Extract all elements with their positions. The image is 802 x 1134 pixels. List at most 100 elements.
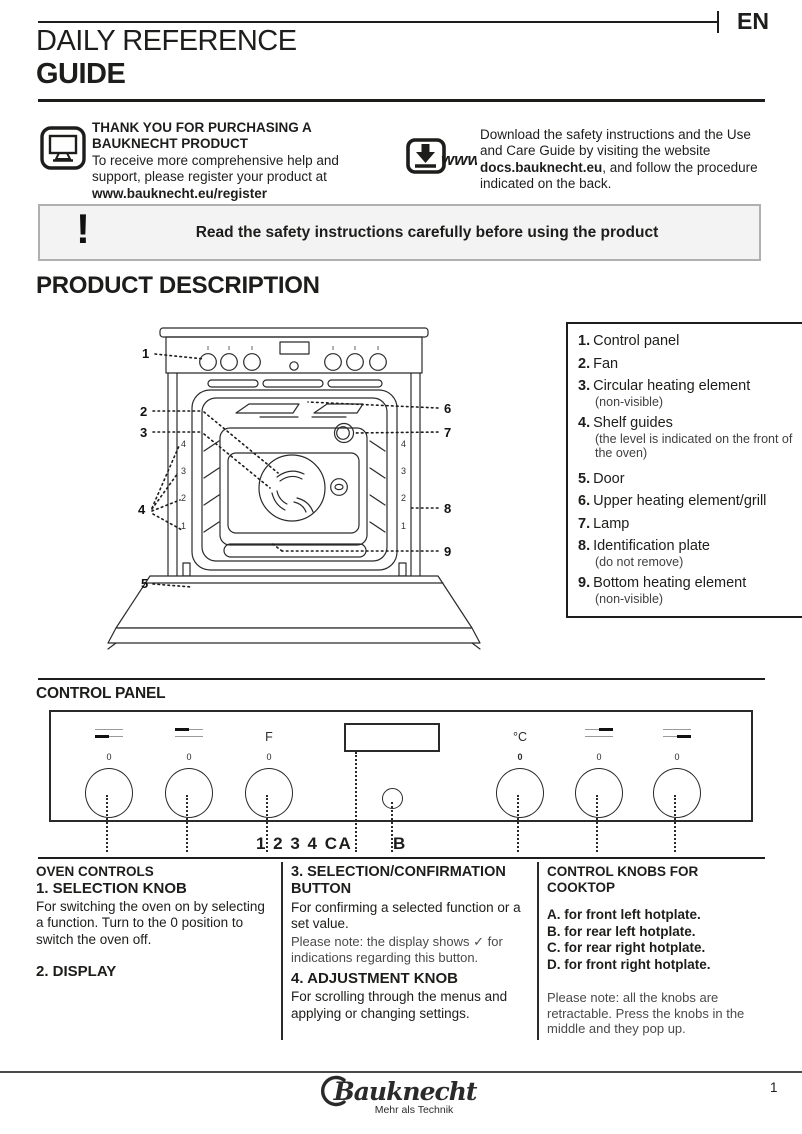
callout-numbers: 1 2 3 4 5 6 7 8 9 xyxy=(138,346,451,591)
svg-text:3: 3 xyxy=(140,425,147,440)
svg-text:4: 4 xyxy=(181,439,186,449)
register-heading-line2: BAUKNECHT PRODUCT xyxy=(92,136,248,152)
list-item: 5.Door xyxy=(578,470,625,487)
header-rule-tick xyxy=(717,11,719,33)
exclamation-icon: ! xyxy=(76,205,90,252)
hotplate-front-left-icon xyxy=(95,727,123,739)
download-www-icon: www xyxy=(405,137,477,179)
column-divider xyxy=(537,862,539,1040)
zero-marker: 0 xyxy=(186,752,192,762)
svg-text:5: 5 xyxy=(141,576,148,591)
footer-rule xyxy=(0,1071,802,1073)
leader-line xyxy=(596,795,598,852)
adjustment-knob-body: For scrolling through the menus and appl… xyxy=(291,989,508,1021)
cooktop-knobs-note: Please note: all the knobs are retractab… xyxy=(547,990,745,1037)
leader-line xyxy=(391,802,393,852)
confirmation-button-body: For confirming a selected function or a … xyxy=(291,900,521,932)
cooktop-knobs-column: CONTROL KNOBS FOR COOKTOP A. for front l… xyxy=(547,864,765,1037)
shelf-level-numbers: 4 3 2 1 4 3 2 1 xyxy=(181,439,406,531)
page-number: 1 xyxy=(770,1080,778,1095)
list-item: 2.Fan xyxy=(578,355,619,372)
selection-knob[interactable] xyxy=(245,768,293,818)
knob-b-desc: B. for rear left hotplate. xyxy=(547,923,696,939)
list-item: 3.Circular heating element(non-visible) xyxy=(578,378,751,409)
temperature-knob-label: °C xyxy=(512,730,528,744)
zero-marker: 0 xyxy=(674,752,680,762)
panel-callout-label-b: B xyxy=(393,834,407,853)
svg-text:1: 1 xyxy=(401,521,406,531)
knob-a-desc: A. for front left hotplate. xyxy=(547,907,701,923)
brand-name: Bauknecht xyxy=(333,1077,478,1106)
oven-display xyxy=(344,723,440,752)
cooktop-knob-a[interactable] xyxy=(85,768,133,818)
leader-line xyxy=(106,795,108,852)
callout-leaders xyxy=(151,353,439,588)
header-rule xyxy=(38,21,718,23)
section-title-product-description: PRODUCT DESCRIPTION xyxy=(36,272,320,299)
www-label: www xyxy=(441,150,477,169)
svg-text:7: 7 xyxy=(444,425,451,440)
svg-text:8: 8 xyxy=(444,501,451,516)
cooktop-knob-c[interactable] xyxy=(575,768,623,818)
knob-c-desc: C. for rear right hotplate. xyxy=(547,940,706,956)
function-knob-label: F xyxy=(265,730,273,744)
list-item: 6.Upper heating element/grill xyxy=(578,493,767,509)
cooktop-knob-b[interactable] xyxy=(165,768,213,818)
download-link: docs.bauknecht.eu xyxy=(480,159,603,175)
download-body-after: , and follow the procedure indicated on … xyxy=(480,159,758,192)
section-title-control-panel: CONTROL PANEL xyxy=(36,685,166,702)
title-underline xyxy=(38,99,765,102)
oven-controls-column: OVEN CONTROLS 1. SELECTION KNOB For swit… xyxy=(36,864,274,980)
leader-line xyxy=(186,795,188,852)
round-element xyxy=(330,478,348,496)
product-parts-list: 1.Control panel 2.Fan 3.Circular heating… xyxy=(566,322,802,618)
adjustment-knob-title: 4. ADJUSTMENT KNOB xyxy=(291,970,458,988)
svg-text:2: 2 xyxy=(140,404,147,419)
svg-text:2: 2 xyxy=(181,493,186,503)
svg-text:9: 9 xyxy=(444,544,451,559)
leader-line xyxy=(674,795,676,852)
knob-d-desc: D. for front right hotplate. xyxy=(547,956,711,972)
check-icon: ✓ xyxy=(473,934,485,950)
brand-tagline: Mehr als Technik xyxy=(374,1104,454,1116)
fan xyxy=(258,454,326,522)
hotplate-rear-right-icon xyxy=(585,727,613,739)
list-item: 4.Shelf guides(the level is indicated on… xyxy=(578,415,793,460)
register-link: www.bauknecht.eu/register xyxy=(92,185,268,201)
zero-marker: 0 xyxy=(517,752,523,762)
svg-text:6: 6 xyxy=(444,401,451,416)
leader-line xyxy=(517,795,519,852)
control-panel-diagram: F °C 0 0 0 0 0 0 xyxy=(49,710,753,822)
zero-marker: 0 xyxy=(106,752,112,762)
panel-callout-labels-left: 1 2 3 4 CA xyxy=(256,834,353,853)
cooktop-knobs-heading: CONTROL KNOBS FOR COOKTOP xyxy=(547,864,699,896)
bauknecht-logo: Bauknecht Mehr als Technik xyxy=(310,1075,490,1116)
display-title: 2. DISPLAY xyxy=(36,962,117,980)
svg-text:3: 3 xyxy=(181,466,186,476)
leader-line xyxy=(355,752,357,852)
register-body: To receive more comprehensive help and s… xyxy=(92,152,339,185)
list-item: 7.Lamp xyxy=(578,515,630,532)
oven-cavity xyxy=(191,389,398,571)
svg-text:1: 1 xyxy=(181,521,186,531)
confirmation-button-title: 3. SELECTION/CONFIRMATION BUTTON xyxy=(291,864,506,897)
selection-knob-title: 1. SELECTION KNOB xyxy=(36,880,187,898)
svg-text:4: 4 xyxy=(138,502,146,517)
doc-title-line2: GUIDE xyxy=(36,58,126,90)
oven-diagram: 4 3 2 1 4 3 2 1 xyxy=(100,318,540,666)
cooktop-knob-d[interactable] xyxy=(653,768,701,818)
list-item: 8.Identification plate(do not remove) xyxy=(578,538,710,569)
oven-controls-heading: OVEN CONTROLS xyxy=(36,864,154,879)
safety-warning-text: Read the safety instructions carefully b… xyxy=(195,223,659,241)
hotplate-rear-left-icon xyxy=(175,727,203,739)
oven-control-panel-drawing xyxy=(159,327,429,374)
brand-circle-icon xyxy=(320,1075,346,1107)
svg-text:2: 2 xyxy=(401,493,406,503)
svg-text:1: 1 xyxy=(142,346,149,361)
zero-glyph: 0 xyxy=(170,915,178,931)
selection-knob-body: For switching the oven on by selecting a… xyxy=(36,899,265,947)
language-code: EN xyxy=(737,8,769,34)
svg-text:4: 4 xyxy=(401,439,406,449)
adjustment-knob[interactable] xyxy=(496,768,544,818)
